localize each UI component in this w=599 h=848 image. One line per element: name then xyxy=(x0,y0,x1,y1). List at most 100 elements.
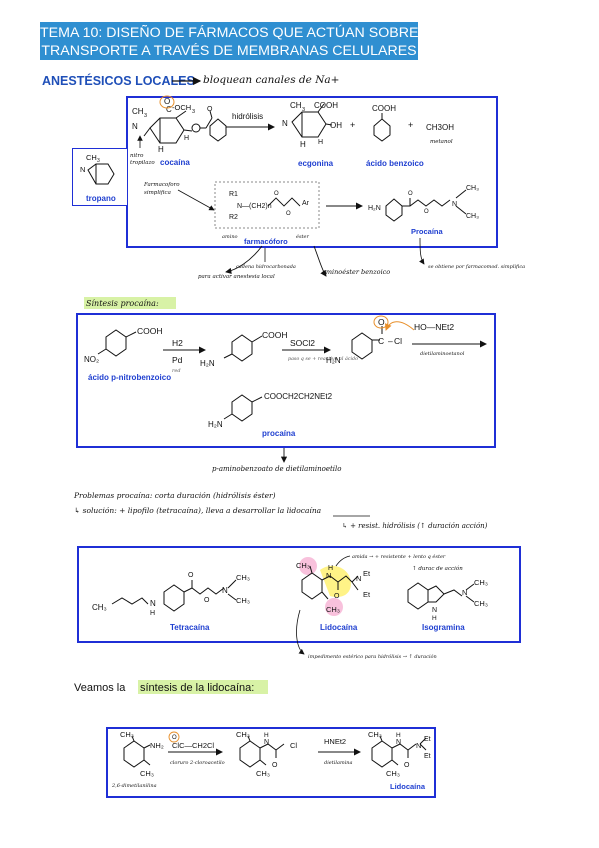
svg-text:SOCl2: SOCl2 xyxy=(290,338,315,348)
svg-text:H: H xyxy=(150,610,155,617)
svg-text:+: + xyxy=(408,120,413,130)
svg-text:H₂N: H₂N xyxy=(326,356,341,365)
procaine-structure-1 xyxy=(385,189,467,222)
analogs-box xyxy=(77,546,521,643)
label-pnitro: ácido p-nitrobenzoico xyxy=(88,373,171,382)
anestesia-note: para activar anestesia local xyxy=(198,274,275,280)
svg-text:H₂N: H₂N xyxy=(208,420,223,429)
dimethylaniline-label: 2,6-dimetilanilina xyxy=(111,783,157,789)
svg-text:CH₃: CH₃ xyxy=(236,573,250,582)
svg-text:O: O xyxy=(207,106,213,113)
svg-text:CH₃: CH₃ xyxy=(326,605,340,614)
svg-text:H: H xyxy=(432,615,437,622)
methanol-formula: CH3OH xyxy=(426,123,454,132)
svg-text:N: N xyxy=(462,588,467,597)
tetracaine-structure xyxy=(111,579,237,612)
ester-label: éster xyxy=(296,233,309,240)
svg-text:N: N xyxy=(432,607,437,614)
label-lidocaina-1: Lidocaína xyxy=(320,623,358,632)
svg-text:H: H xyxy=(318,139,323,146)
duracion-note: ↑ durac de acción xyxy=(412,565,463,572)
label-acido-benzoico: ácido benzoico xyxy=(366,159,424,168)
svg-text:H: H xyxy=(328,565,333,572)
svg-text:CH: CH xyxy=(290,101,302,110)
svg-text:N: N xyxy=(80,165,85,174)
label-lidocaina-2: Lidocaína xyxy=(390,782,426,791)
alcohol-name: dietilaminoetanol xyxy=(420,351,465,357)
svg-text:CH₃: CH₃ xyxy=(474,599,488,608)
svg-text:O: O xyxy=(404,762,410,769)
anestesicos-heading: ANESTÉSICOS LOCALES xyxy=(42,73,195,88)
svg-text:N: N xyxy=(150,599,156,608)
svg-text:CH: CH xyxy=(132,107,144,116)
problems-line-3: ↳ + resist. hidrólisis (↑ duración acció… xyxy=(342,522,488,530)
svg-text:COOH: COOH xyxy=(262,330,288,340)
svg-text:H: H xyxy=(300,140,306,149)
svg-text:N: N xyxy=(396,739,401,746)
tropano-box xyxy=(72,148,128,206)
label-cocaina: cocaína xyxy=(160,158,190,167)
benzoic-acid-structure xyxy=(373,113,391,142)
pharmacophore-frame xyxy=(214,181,320,229)
svg-text:O: O xyxy=(274,191,279,197)
svg-text:CH₃: CH₃ xyxy=(368,730,382,739)
pnitro-structure xyxy=(97,329,137,357)
problems-line-1: Problemas procaína: corta duración (hidr… xyxy=(73,491,276,500)
svg-text:O: O xyxy=(408,191,413,197)
paba-structure xyxy=(223,334,263,362)
svg-text:NO₂: NO₂ xyxy=(84,355,99,364)
svg-text:H: H xyxy=(396,732,401,739)
isogramine-structure xyxy=(407,582,475,610)
lidocaine-structure-2 xyxy=(371,735,427,768)
svg-text:–: – xyxy=(388,336,393,346)
svg-text:CH₃: CH₃ xyxy=(236,730,250,739)
sodium-note: bloquean canales de Na+ xyxy=(203,74,339,86)
nitro-note: nitro xyxy=(130,153,144,159)
heading-highlight xyxy=(84,297,176,309)
label-ecgonina: ecgonina xyxy=(298,159,334,168)
impedimento-note: impedimento estérico para hidrólisis → ↑… xyxy=(308,653,437,660)
acid-chloride-reagent: ClC—CH2Cl xyxy=(172,741,214,750)
svg-text:CH₃: CH₃ xyxy=(466,213,479,220)
label-tetracaina: Tetracaína xyxy=(170,623,210,632)
svg-text:OH: OH xyxy=(330,121,342,130)
svg-text:H2: H2 xyxy=(172,338,183,348)
section4-intro-highlight: síntesis de la lidocaína: xyxy=(140,682,254,694)
svg-text:N: N xyxy=(222,586,228,595)
svg-text:N: N xyxy=(452,201,457,208)
procaine-note: se obtiene por farmacomod. simplifica xyxy=(428,264,525,270)
procaine-structure-2 xyxy=(223,394,263,422)
svg-text:O: O xyxy=(204,597,210,604)
methanol-note: metanol xyxy=(430,139,453,145)
acid-chloride-name: cloruro 2-cloroacetilo xyxy=(170,760,225,766)
aminoester-note: aminoéster benzoico xyxy=(322,268,390,276)
section4-intro: Veamos la xyxy=(74,682,126,694)
svg-text:O: O xyxy=(378,317,385,327)
svg-text:Pd: Pd xyxy=(172,355,183,365)
svg-text:N: N xyxy=(132,122,138,131)
label-farmacoforo: farmacóforo xyxy=(244,237,288,246)
svg-text:CH₃: CH₃ xyxy=(296,561,310,570)
svg-text:O: O xyxy=(164,97,170,106)
hnet2-name: dietilamina xyxy=(324,760,353,766)
title-line-2: TRANSPORTE A TRAVÉS DE MEMBRANAS CELULAR… xyxy=(41,43,417,59)
pharmacophore-note-2: simplifica xyxy=(144,190,171,196)
intro-highlight-bg xyxy=(138,680,268,694)
ecgonine-structure xyxy=(291,103,333,138)
dimethylaniline-structure xyxy=(123,735,151,768)
label-tropano: tropano xyxy=(86,194,116,203)
svg-text:3: 3 xyxy=(192,109,195,115)
title-line-1: TEMA 10: DISEÑO DE FÁRMACOS QUE ACTÚAN S… xyxy=(40,25,440,41)
label-procaina-1: Procaína xyxy=(411,227,444,236)
svg-text:O: O xyxy=(286,211,291,217)
svg-text:+: + xyxy=(350,120,355,130)
svg-text:CH₃: CH₃ xyxy=(386,769,400,778)
svg-text:H: H xyxy=(264,732,269,739)
svg-text:Cl: Cl xyxy=(394,336,402,346)
svg-text:H: H xyxy=(158,145,164,154)
svg-text:O: O xyxy=(172,735,177,741)
hydrolysis-label: hidrólisis xyxy=(232,112,263,121)
svg-text:3: 3 xyxy=(144,113,147,119)
svg-text:CH₃: CH₃ xyxy=(236,596,250,605)
